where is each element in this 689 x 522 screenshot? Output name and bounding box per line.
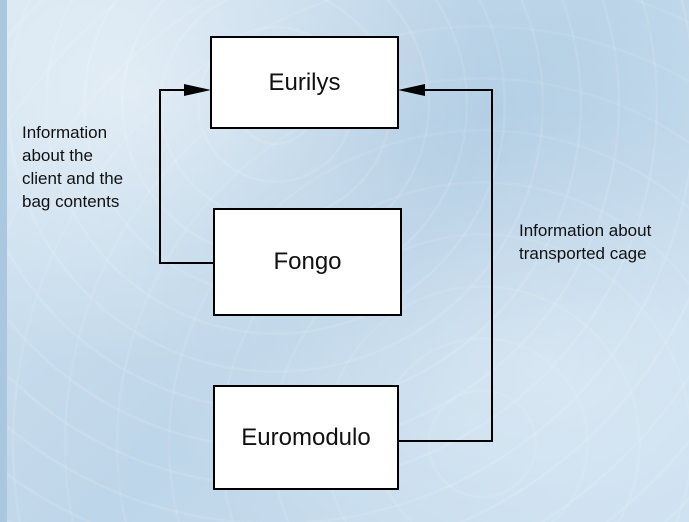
client-info-line: about the bbox=[22, 146, 93, 165]
eurilys-box bbox=[210, 36, 399, 129]
fongo-label: Fongo bbox=[273, 248, 342, 275]
eurilys-label: Eurilys bbox=[268, 68, 341, 96]
cage-info-line: transported cage bbox=[519, 244, 647, 263]
client-info-line: Information bbox=[22, 123, 108, 142]
euromodulo-to-eurilys-connector bbox=[398, 89, 493, 442]
client-info-line: client and the bbox=[22, 169, 124, 188]
euromodulo-to-eurilys-arrowhead bbox=[398, 84, 425, 96]
fongo-box bbox=[213, 208, 402, 316]
fongo-to-eurilys-arrowhead bbox=[184, 84, 211, 96]
euromodulo-box bbox=[213, 385, 399, 490]
euromodulo-label: Euromodulo bbox=[241, 423, 371, 451]
cage-info-annotation: Information about transported cage bbox=[519, 219, 651, 265]
cage-info-line: Information about bbox=[519, 221, 652, 240]
fongo-to-eurilys-connector bbox=[159, 89, 214, 264]
client-info-line: bag contents bbox=[22, 192, 120, 211]
client-info-annotation: Information about the client and the bag… bbox=[22, 121, 123, 213]
